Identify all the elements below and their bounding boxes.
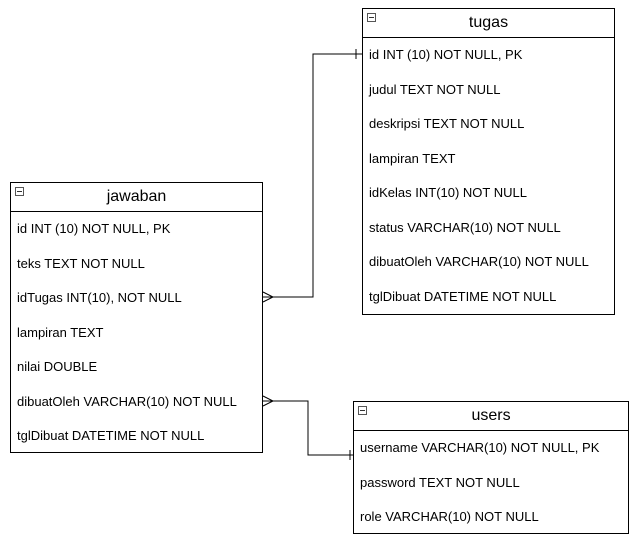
field-jawaban-idtugas[interactable]: idTugas INT(10), NOT NULL [17,290,182,305]
field-jawaban-tgldibuat[interactable]: tglDibuat DATETIME NOT NULL [17,428,205,443]
field-list-jawaban: id INT (10) NOT NULL, PK teks TEXT NOT N… [11,212,262,454]
entity-title-jawaban: jawaban [106,188,167,205]
field-list-users: username VARCHAR(10) NOT NULL, PK passwo… [354,431,628,535]
field-users-role[interactable]: role VARCHAR(10) NOT NULL [360,509,539,524]
entity-title-tugas: tugas [468,14,509,31]
field-tugas-status[interactable]: status VARCHAR(10) NOT NULL [369,219,561,235]
connector-jawaban-users[interactable] [263,400,353,456]
field-tugas-idkelas[interactable]: idKelas INT(10) NOT NULL [369,185,527,200]
collapse-icon[interactable] [367,13,376,22]
entity-header-users: users [354,402,628,431]
entity-header-tugas: tugas [363,9,614,38]
field-tugas-tgldibuat[interactable]: tglDibuat DATETIME NOT NULL [369,288,557,304]
collapse-icon[interactable] [15,187,24,196]
field-jawaban-teks[interactable]: teks TEXT NOT NULL [17,255,145,271]
field-jawaban-dibuatoleh[interactable]: dibuatOleh VARCHAR(10) NOT NULL [17,393,237,409]
field-tugas-lampiran[interactable]: lampiran TEXT [369,150,456,166]
entity-tugas[interactable]: tugas id INT (10) NOT NULL, PK judul TEX… [362,8,615,315]
entity-title-users: users [471,407,511,424]
entity-users[interactable]: users username VARCHAR(10) NOT NULL, PK … [353,401,629,534]
crowfoot-many-jawaban-idtugas [262,291,275,303]
field-users-password[interactable]: password TEXT NOT NULL [360,474,520,490]
crowfoot-many-jawaban-dibuatoleh [262,395,275,407]
field-tugas-id[interactable]: id INT (10) NOT NULL, PK [369,47,523,62]
field-tugas-deskripsi[interactable]: deskripsi TEXT NOT NULL [369,116,525,131]
field-users-username[interactable]: username VARCHAR(10) NOT NULL, PK [360,440,600,455]
field-jawaban-id[interactable]: id INT (10) NOT NULL, PK [17,221,171,236]
collapse-icon[interactable] [358,406,367,415]
field-list-tugas: id INT (10) NOT NULL, PK judul TEXT NOT … [363,38,614,314]
field-jawaban-lampiran[interactable]: lampiran TEXT [17,324,104,340]
entity-jawaban[interactable]: jawaban id INT (10) NOT NULL, PK teks TE… [10,182,263,453]
entity-header-jawaban: jawaban [11,183,262,212]
field-tugas-dibuatoleh[interactable]: dibuatOleh VARCHAR(10) NOT NULL [369,254,589,269]
connector-jawaban-tugas[interactable] [263,53,362,298]
field-tugas-judul[interactable]: judul TEXT NOT NULL [369,81,501,97]
field-jawaban-nilai[interactable]: nilai DOUBLE [17,359,98,374]
